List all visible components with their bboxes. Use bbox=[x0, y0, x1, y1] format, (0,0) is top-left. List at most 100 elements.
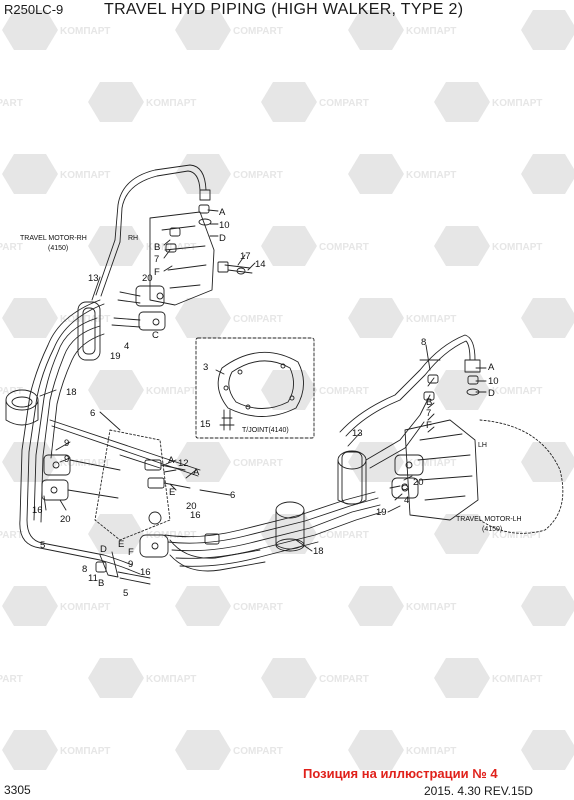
callout: 13 bbox=[88, 273, 99, 284]
page-number: 3305 bbox=[4, 783, 31, 797]
svg-text:KOMПАРТ: KOMПАРТ bbox=[492, 98, 542, 109]
svg-text:KOMПАРТ: KOMПАРТ bbox=[406, 314, 456, 325]
callout: 17 bbox=[240, 251, 251, 262]
callout: 7 bbox=[426, 408, 431, 419]
rh-upper-hose bbox=[114, 164, 207, 241]
callout: D bbox=[488, 388, 495, 399]
svg-text:KOMПАРТ: KOMПАРТ bbox=[60, 458, 110, 469]
tjoint-label: T/JOINT(4140) bbox=[242, 427, 289, 434]
svg-text:KOMПАРТ: KOMПАРТ bbox=[406, 746, 456, 757]
watermark-logo: KOMПАРТ bbox=[2, 154, 110, 194]
left-hose-bundle bbox=[19, 299, 101, 549]
callout: 6 bbox=[90, 408, 95, 419]
callout: 20 bbox=[413, 477, 424, 488]
callout: C bbox=[401, 482, 408, 493]
watermark-logo: COMPART bbox=[175, 586, 283, 626]
watermark-logo: COMPART bbox=[261, 514, 369, 554]
callout: B bbox=[426, 397, 432, 408]
watermark-logo: KOMПАРТ bbox=[348, 730, 456, 770]
lh-motor-body bbox=[404, 419, 479, 521]
svg-text:KOMПАРТ: KOMПАРТ bbox=[60, 602, 110, 613]
svg-text:KOMПАРТ: KOMПАРТ bbox=[406, 170, 456, 181]
watermark-logo: COMPART bbox=[261, 658, 369, 698]
svg-text:COMPART: COMPART bbox=[0, 674, 23, 685]
svg-text:KOMПАРТ: KOMПАРТ bbox=[60, 170, 110, 181]
watermark-logo: KOMПАРТ bbox=[88, 82, 196, 122]
watermark-logo: COMPART bbox=[0, 530, 23, 541]
svg-text:KOMПАРТ: KOMПАРТ bbox=[60, 314, 110, 325]
watermark-logo: KOMПАРТ bbox=[88, 370, 196, 410]
callout: 11 bbox=[88, 573, 98, 584]
watermark-logo: COMPART bbox=[175, 10, 283, 50]
watermark-logo: COMPART bbox=[0, 242, 23, 253]
callout: 19 bbox=[376, 507, 387, 518]
watermark-logo: KOMПАРТ bbox=[348, 10, 456, 50]
callout: 3 bbox=[203, 362, 208, 373]
svg-text:KOMПАРТ: KOMПАРТ bbox=[492, 674, 542, 685]
svg-text:COMPART: COMPART bbox=[233, 26, 283, 37]
callout: 14 bbox=[255, 259, 266, 270]
callout: D bbox=[219, 233, 226, 244]
watermark-logo: KOMПАРТ bbox=[2, 10, 110, 50]
callout: 18 bbox=[66, 387, 77, 398]
svg-text:KOMПАРТ: KOMПАРТ bbox=[492, 386, 542, 397]
callout: 9 bbox=[64, 454, 69, 465]
svg-text:KOMПАРТ: KOMПАРТ bbox=[406, 458, 456, 469]
callout: 9 bbox=[64, 438, 69, 449]
svg-text:COMPART: COMPART bbox=[0, 242, 23, 253]
watermark-logo: COMPART bbox=[521, 298, 574, 338]
lh-motor-title: TRAVEL MOTOR-LH bbox=[456, 516, 522, 523]
watermark-logo: COMPART bbox=[521, 730, 574, 770]
watermark-logo: KOMПАРТ bbox=[88, 226, 196, 266]
watermark-logo: KOMПАРТ bbox=[348, 586, 456, 626]
callout: 10 bbox=[219, 220, 230, 231]
svg-text:COMPART: COMPART bbox=[0, 98, 23, 109]
watermark-logo: KOMПАРТ bbox=[2, 730, 110, 770]
svg-text:KOMПАРТ: KOMПАРТ bbox=[492, 242, 542, 253]
watermark-logo: COMPART bbox=[175, 298, 283, 338]
watermark-logo: COMPART bbox=[0, 674, 23, 685]
svg-text:COMPART: COMPART bbox=[319, 242, 369, 253]
callout: 9 bbox=[128, 559, 133, 570]
callout: A bbox=[219, 207, 226, 218]
watermark-logo: COMPART bbox=[175, 730, 283, 770]
watermark-logo: KOMПАРТ bbox=[434, 226, 542, 266]
callout: F bbox=[426, 420, 432, 431]
rh-motor-number: (4150) bbox=[48, 245, 68, 252]
rh-motor-title: TRAVEL MOTOR-RH bbox=[20, 235, 87, 242]
callout: 16 bbox=[32, 505, 43, 516]
svg-text:KOMПАРТ: KOMПАРТ bbox=[492, 530, 542, 541]
lh-motor-number: (4150) bbox=[482, 526, 502, 533]
callout: D bbox=[100, 544, 107, 555]
callout: 20 bbox=[142, 273, 153, 284]
watermark-logo: COMPART bbox=[0, 386, 23, 397]
callout: 16 bbox=[190, 510, 201, 521]
watermark-logo: COMPART bbox=[0, 98, 23, 109]
callout: 20 bbox=[186, 501, 197, 512]
svg-text:COMPART: COMPART bbox=[319, 386, 369, 397]
callout: 16 bbox=[140, 567, 151, 578]
callout: F bbox=[128, 547, 134, 558]
svg-text:COMPART: COMPART bbox=[233, 602, 283, 613]
svg-text:KOMПАРТ: KOMПАРТ bbox=[146, 242, 196, 253]
callout: E bbox=[169, 487, 175, 498]
callout: B bbox=[154, 242, 160, 253]
watermark-logo: COMPART bbox=[261, 82, 369, 122]
watermark-logo: COMPART bbox=[521, 586, 574, 626]
callout: 15 bbox=[200, 419, 211, 430]
date-revision: 2015. 4.30 REV.15D bbox=[424, 784, 533, 798]
callout: B bbox=[98, 578, 104, 589]
watermark-logo: KOMПАРТ bbox=[348, 298, 456, 338]
callout: C bbox=[152, 330, 159, 341]
callout: 4 bbox=[404, 495, 409, 506]
callout: 7 bbox=[154, 254, 159, 265]
watermark-logo: COMPART bbox=[521, 10, 574, 50]
lh-side-label: LH bbox=[478, 442, 487, 449]
watermark-logo: KOMПАРТ bbox=[88, 658, 196, 698]
callout: A bbox=[193, 467, 200, 478]
callout: 18 bbox=[313, 546, 324, 557]
callout: 5 bbox=[123, 588, 128, 599]
callout: A bbox=[168, 455, 175, 466]
callout: E bbox=[118, 539, 124, 550]
